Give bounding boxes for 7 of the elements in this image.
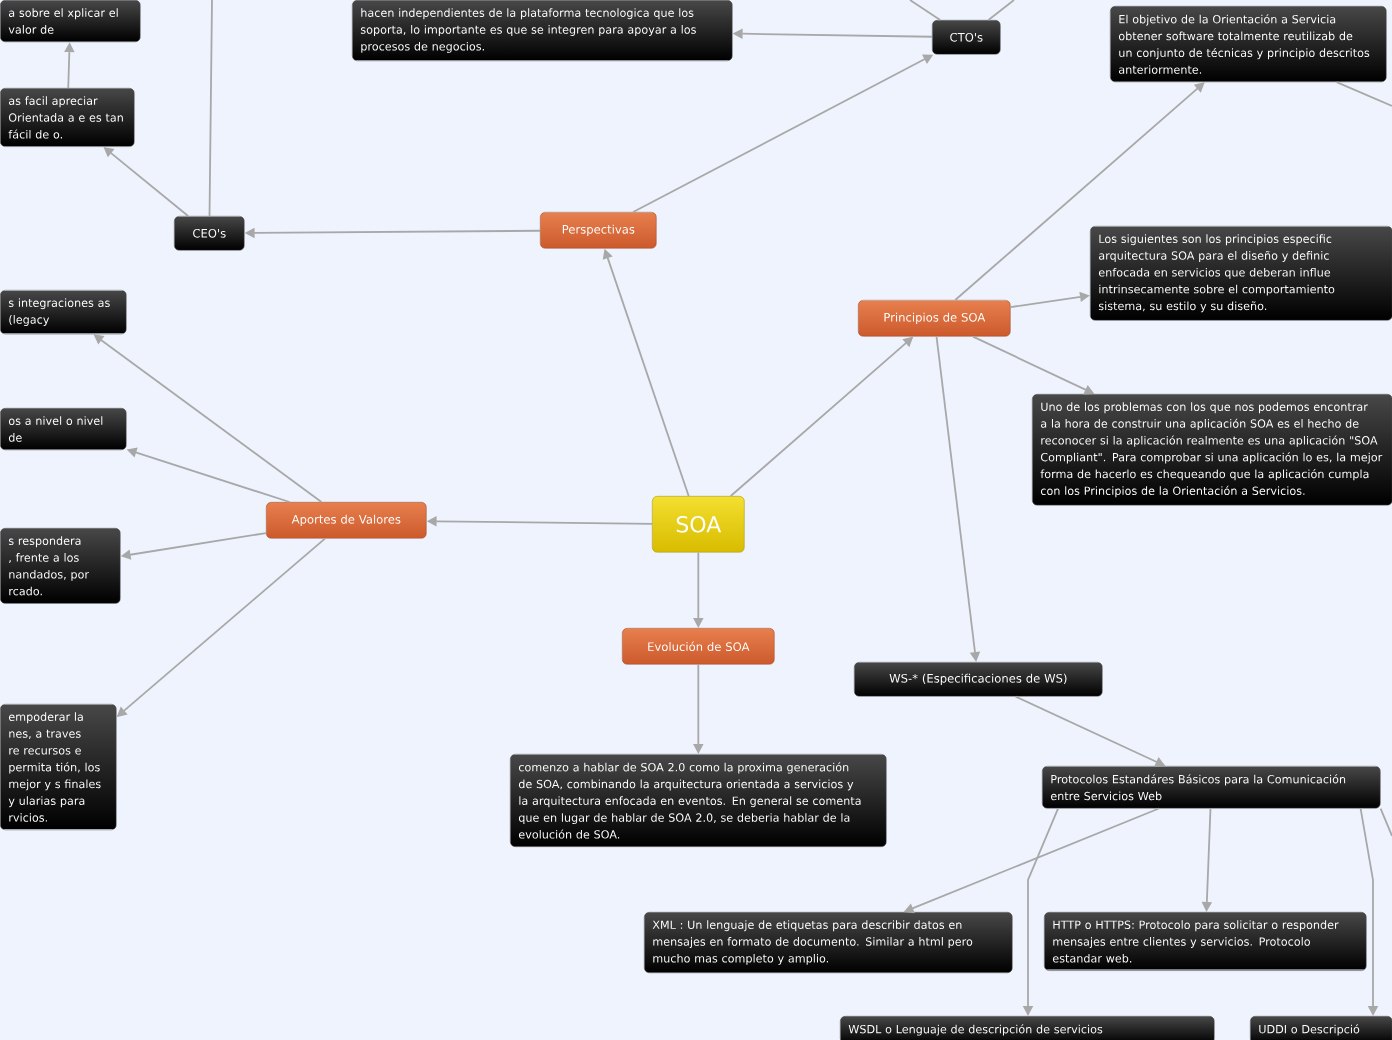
- connector-line: [1379, 807, 1392, 837]
- connector-arrow: [954, 82, 1205, 301]
- connector-line: [1335, 81, 1392, 107]
- central-topic-box: SOA: [652, 496, 745, 553]
- connector-line: [208, 0, 213, 217]
- connector-line: [909, 0, 942, 21]
- connector-line: [987, 0, 1015, 21]
